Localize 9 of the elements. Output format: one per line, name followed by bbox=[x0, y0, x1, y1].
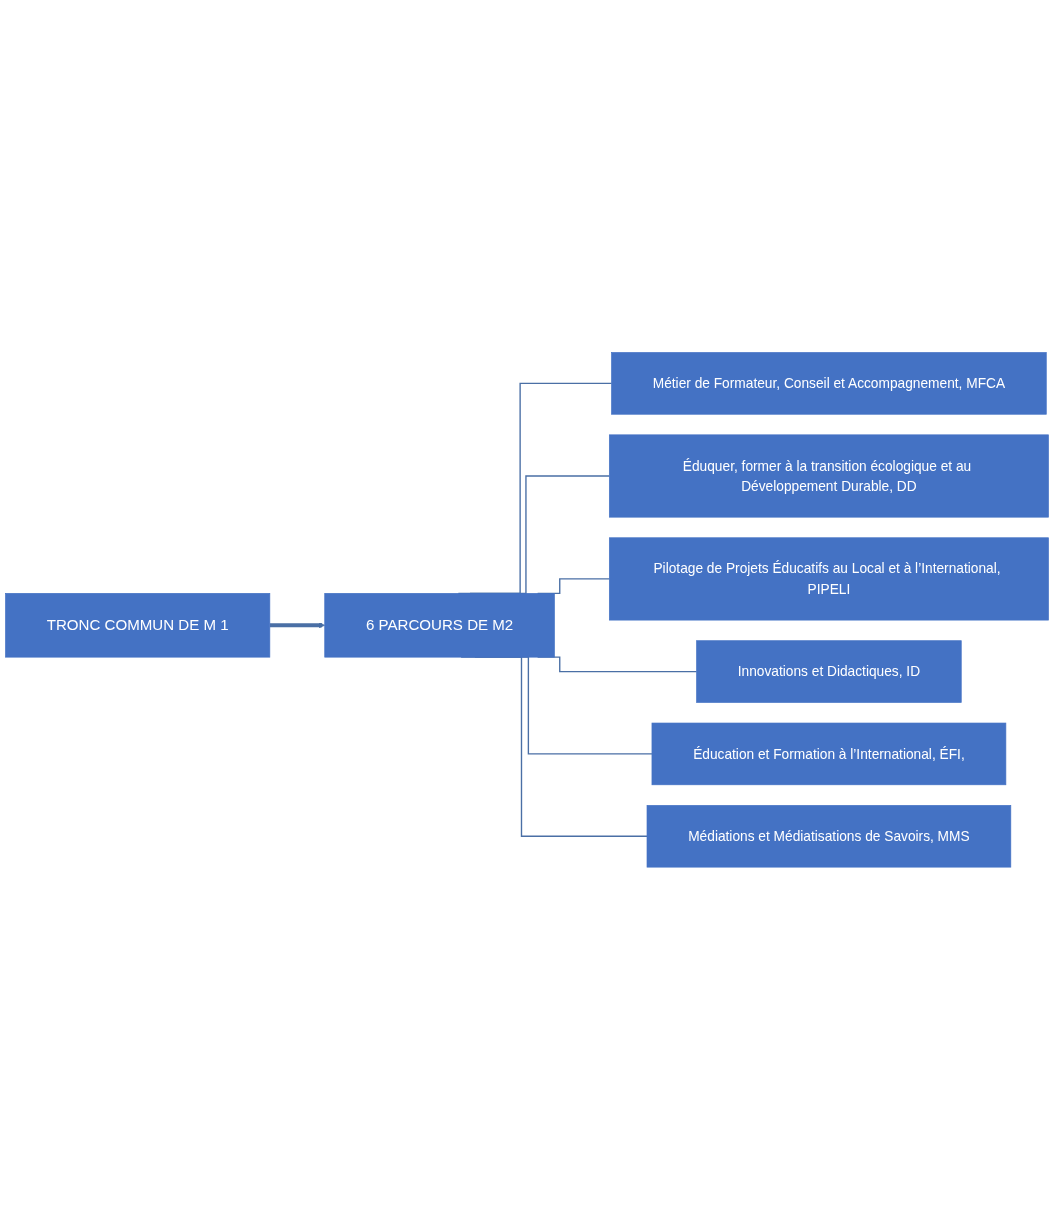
node-box: Pilotage de Projets Éducatifs au Local et à l’International, PIPELI bbox=[609, 537, 1049, 621]
node-box: Innovations et Didactiques, ID bbox=[696, 640, 962, 703]
node-box: 6 PARCOURS DE M2 bbox=[324, 593, 555, 658]
node-box: Éducation et Formation à l’International, ÉFI, bbox=[651, 722, 1007, 786]
node-box: Médiations et Médiatisations de Savoirs, MMS bbox=[646, 805, 1012, 868]
node-box: Éduquer, former à la transition écologique et au Développement Durable, DD bbox=[609, 434, 1049, 518]
node-box: TRONC COMMUN DE M 1 bbox=[5, 593, 271, 658]
arrow bbox=[269, 622, 325, 629]
node-box: Métier de Formateur, Conseil et Accompagnement, MFCA bbox=[611, 352, 1047, 415]
